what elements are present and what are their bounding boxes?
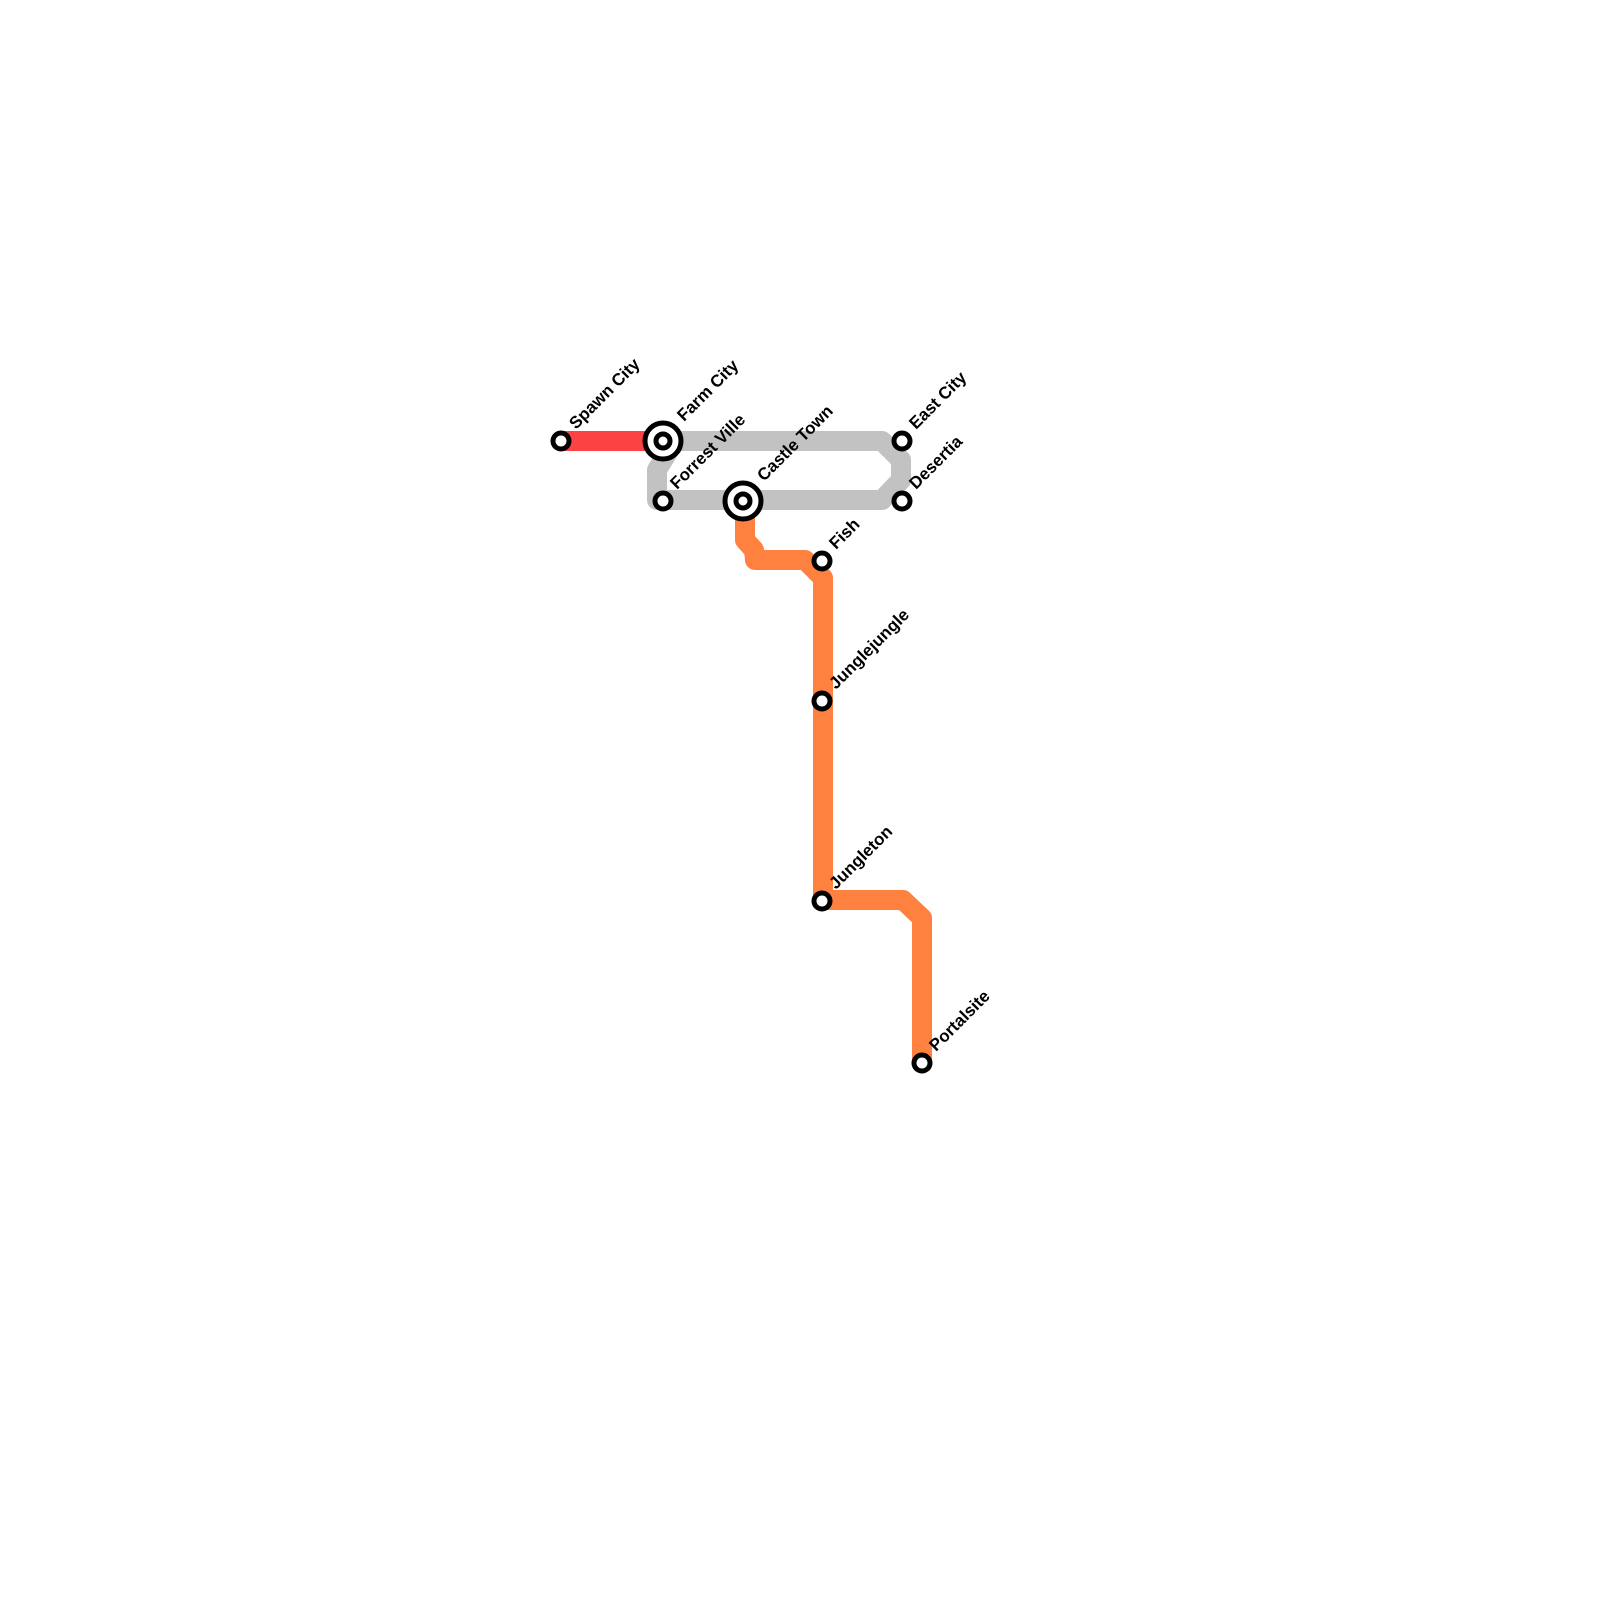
station-east-city[interactable]	[891, 430, 913, 452]
station-spawn-city[interactable]	[550, 430, 572, 452]
station-forrest-ville[interactable]	[652, 490, 674, 512]
station-portalsite[interactable]	[911, 1052, 933, 1074]
label-east-city: East City	[905, 368, 970, 433]
station-castle-town[interactable]	[722, 480, 764, 522]
label-spawn-city: Spawn City	[565, 354, 644, 433]
label-portalsite: Portalsite	[925, 987, 993, 1055]
orange-line[interactable]	[735, 500, 932, 1064]
label-junglejungle: Junglejungle	[825, 605, 913, 693]
station-desertia[interactable]	[891, 490, 913, 512]
label-fish: Fish	[825, 515, 863, 553]
lines-layer	[561, 431, 932, 1064]
stations-layer	[550, 420, 933, 1074]
station-junglejungle[interactable]	[811, 690, 833, 712]
label-desertia: Desertia	[905, 432, 966, 493]
station-farm-city[interactable]	[642, 420, 684, 462]
station-fish[interactable]	[811, 550, 833, 572]
station-jungleton[interactable]	[811, 890, 833, 912]
label-jungleton: Jungleton	[825, 822, 896, 893]
